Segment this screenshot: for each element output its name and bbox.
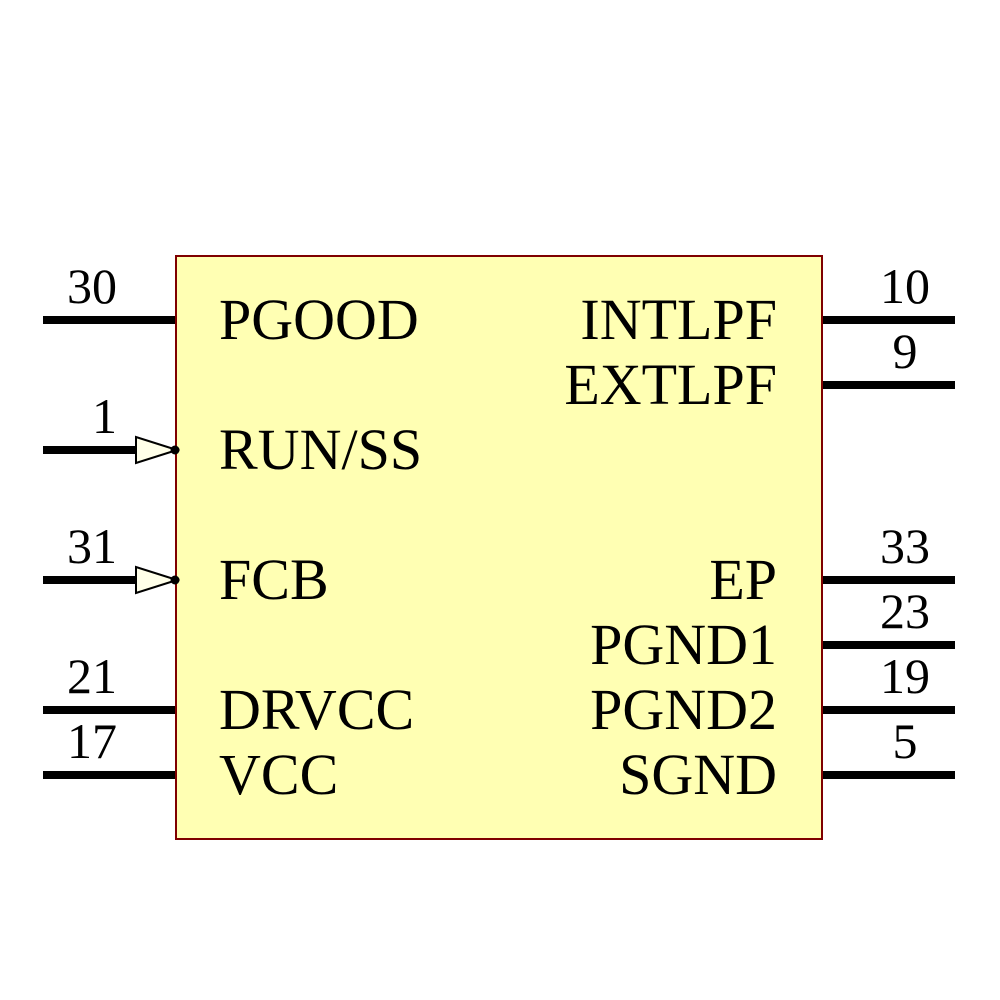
pin-name-label: INTLPF bbox=[580, 287, 777, 352]
pin-wire-sgnd[interactable] bbox=[823, 771, 955, 779]
pin-number: 23 bbox=[880, 583, 930, 639]
pin-name-label: SGND bbox=[619, 742, 777, 807]
input-arrow-icon bbox=[135, 435, 180, 465]
pin-wire-ep[interactable] bbox=[823, 576, 955, 584]
pin-name-label: VCC bbox=[219, 742, 339, 807]
pin-number: 19 bbox=[880, 648, 930, 704]
pin-wire-drvcc[interactable] bbox=[43, 706, 175, 714]
pin-name-label: PGND1 bbox=[590, 612, 777, 677]
pin-wire-pgnd2[interactable] bbox=[823, 706, 955, 714]
pin-number: 31 bbox=[67, 518, 117, 574]
input-arrow-icon bbox=[135, 565, 180, 595]
pin-wire-runss[interactable] bbox=[43, 446, 137, 454]
pin-name-label: RUN/SS bbox=[219, 417, 423, 482]
pin-wire-pgnd1[interactable] bbox=[823, 641, 955, 649]
pin-name-label: PGOOD bbox=[219, 287, 419, 352]
pin-wire-intlpf[interactable] bbox=[823, 316, 955, 324]
pin-number: 5 bbox=[892, 713, 918, 769]
pin-wire-extlpf[interactable] bbox=[823, 381, 955, 389]
pin-number: 10 bbox=[880, 258, 930, 314]
pin-name-label: EXTLPF bbox=[564, 352, 777, 417]
ic-symbol-body[interactable] bbox=[175, 255, 823, 840]
pin-wire-pgood[interactable] bbox=[43, 316, 175, 324]
pin-name-label: FCB bbox=[219, 547, 329, 612]
pin-wire-fcb[interactable] bbox=[43, 576, 137, 584]
pin-number: 33 bbox=[880, 518, 930, 574]
pin-number: 21 bbox=[67, 648, 117, 704]
pin-name-label: PGND2 bbox=[590, 677, 777, 742]
pin-name-label: DRVCC bbox=[219, 677, 415, 742]
pin-number: 17 bbox=[67, 713, 117, 769]
pin-wire-vcc[interactable] bbox=[43, 771, 175, 779]
pin-number: 30 bbox=[67, 258, 117, 314]
pin-name-label: EP bbox=[709, 547, 777, 612]
pin-number: 1 bbox=[92, 388, 117, 444]
pin-number: 9 bbox=[892, 323, 918, 379]
